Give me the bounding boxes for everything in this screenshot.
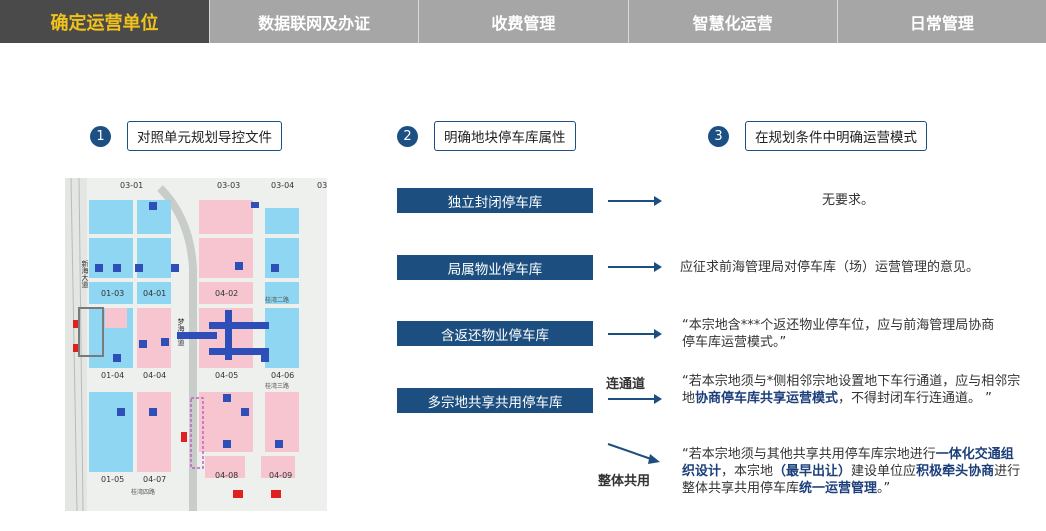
highlight-segment: 积极牵头协商 [916,464,995,479]
category-independent: 独立封闭停车库 [397,188,593,213]
tab-fee-management[interactable]: 收费管理 [419,0,629,43]
arrow-right-icon [608,394,662,404]
map-label-top: 03-01 [120,181,143,190]
step-1: 1 对照单元规划导控文件 [90,121,282,151]
parcel-label: 04-08 [215,471,238,480]
step-label: 明确地块停车库属性 [434,121,576,151]
text-segment: ，本宗地 [721,464,774,479]
top-tabs: 确定运营单位 数据联网及办证 收费管理 智慧化运营 日常管理 [0,0,1046,43]
highlight-segment: 一体化交通组织设计 [682,447,1014,479]
category-bureau-property: 局属物业停车库 [397,255,593,280]
step-2: 2 明确地块停车库属性 [397,121,576,151]
share-requirement-text: “若本宗地须与其他共享共用停车库宗地进行一体化交通组织设计，本宗地（最早出让）建… [682,446,1022,497]
map-label-top: 03-04 [271,181,294,190]
step-number: 2 [397,125,418,147]
road-label: 新海大道 [81,259,89,289]
highlight-segment: （最早出让） [773,464,852,479]
road-label: 桂湾二路 [265,296,289,304]
category-shared: 多宗地共享共用停车库 [397,388,593,413]
connect-requirement-text: “若本宗地须与*侧相邻宗地设置地下车行通道，应与相邻宗地协商停车库共享运营模式，… [682,373,1027,407]
planning-map: 03-01 03-03 03-04 03 01-03 04-01 04-02 新… [65,178,327,511]
category-returned-property: 含返还物业停车库 [397,321,593,346]
connect-label: 连通道 [606,377,646,392]
road-label: 桂湾四路 [131,488,155,496]
text-segment: ，不得封闭车行连通道。 ” [838,391,992,406]
parcel-label: 04-07 [143,475,166,484]
arrow-right-icon [608,262,662,272]
parcel-label: 04-01 [143,289,166,298]
parcel-label: 01-03 [101,289,124,298]
arrow-right-icon [608,196,662,206]
parcel-label: 04-06 [271,371,294,380]
text-segment: 建设单位应 [851,464,917,479]
step-number: 1 [90,125,111,147]
requirement-text: 应征求前海管理局对停车库（场）运营管理的意见。 [680,260,980,275]
parcel-label: 04-05 [215,371,238,380]
road-label: 桂湾三路 [265,382,289,390]
highlight-segment: 协商停车库共享运营模式 [695,391,839,406]
parcel-label: 04-04 [143,371,166,380]
text-segment: “若本宗地须与其他共享共用停车库宗地进行 [682,447,936,462]
highlight-segment: 统一运营管理 [799,481,878,496]
text-segment: 。” [877,481,891,496]
tab-operating-unit[interactable]: 确定运营单位 [0,0,210,43]
requirement-text: 无要求。 [822,193,875,208]
arrow-right-icon [608,329,662,339]
text-segment: 进行整体共享共用停车库 [682,464,1021,496]
share-label: 整体共用 [598,474,651,489]
step-label: 在规划条件中明确运营模式 [745,121,927,151]
map-label-top: 03-03 [217,181,240,190]
parcel-label: 01-04 [101,371,124,380]
step-number: 3 [708,125,729,147]
step-label: 对照单元规划导控文件 [127,121,282,151]
parcel-label: 04-02 [215,289,238,298]
arrow-diagonal-icon [607,443,660,464]
tab-smart-operation[interactable]: 智慧化运营 [628,0,838,43]
parcel-label: 01-05 [101,475,124,484]
tab-data-network[interactable]: 数据联网及办证 [210,0,420,43]
tab-daily-management[interactable]: 日常管理 [837,0,1046,43]
parcel-label: 04-09 [269,471,292,480]
requirement-text: “本宗地含***个返还物业停车位，应与前海管理局协商停车库运营模式。” [682,318,995,350]
step-3: 3 在规划条件中明确运营模式 [708,121,927,151]
map-label-top: 03 [317,181,327,190]
text-segment: “若本宗地须与*侧相邻宗地设置地下车行通道，应与相邻宗地 [682,374,1021,406]
